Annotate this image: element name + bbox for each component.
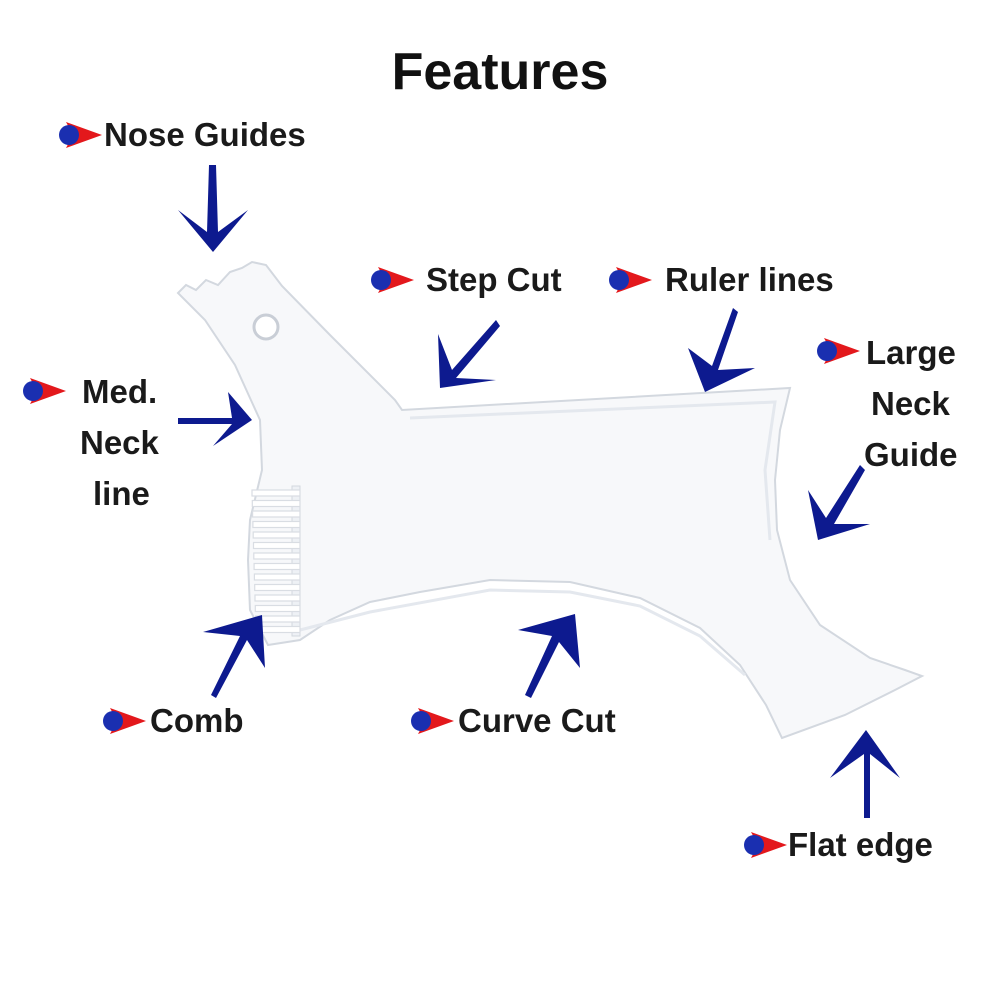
comb-tooth — [252, 520, 301, 529]
comb-spine — [291, 485, 301, 637]
comb-tooth — [252, 510, 301, 518]
arrow-ruler-lines-icon — [688, 308, 755, 392]
comb-tooth — [253, 573, 301, 581]
comb-teeth — [251, 485, 301, 637]
comb-tooth — [252, 531, 301, 539]
comb-tooth — [254, 604, 301, 613]
comb-tooth — [251, 489, 301, 497]
bullet-large-neck-guide-icon — [817, 338, 860, 364]
bullet-nose-guides-icon — [59, 122, 102, 148]
tool-curve-edge — [299, 588, 746, 677]
arrow-curve-cut-icon — [518, 614, 580, 698]
comb-tooth — [251, 499, 301, 508]
label-med-neck-line-2: Neck — [80, 424, 159, 461]
label-step-cut: Step Cut — [426, 261, 562, 298]
label-flat-edge: Flat edge — [788, 826, 933, 863]
arrow-comb-icon — [203, 615, 265, 698]
label-large-neck-guide-2: Neck — [871, 385, 950, 422]
arrow-flat-edge-icon — [830, 730, 900, 818]
comb-tooth — [253, 552, 301, 560]
bullet-step-cut-icon — [371, 267, 414, 293]
comb-tooth — [253, 562, 301, 571]
label-curve-cut: Curve Cut — [458, 702, 616, 739]
page-title: Features — [391, 43, 609, 101]
label-nose-guides: Nose Guides — [104, 116, 306, 153]
bullet-comb-icon — [103, 708, 146, 734]
bullet-curve-cut-icon — [411, 708, 454, 734]
comb-tooth — [254, 594, 301, 602]
bullet-med-neck-line-icon — [23, 378, 66, 404]
bullet-ruler-lines-icon — [609, 267, 652, 293]
label-ruler-lines: Ruler lines — [665, 261, 834, 298]
tool-body — [176, 260, 925, 740]
label-large-neck-guide-3: Guide — [864, 436, 958, 473]
label-med-neck-line-1: Med. — [82, 373, 158, 410]
tool-hole — [252, 313, 280, 341]
label-comb: Comb — [150, 702, 244, 739]
arrow-nose-guides-icon — [178, 165, 248, 252]
tool-inner-edge — [409, 400, 777, 541]
label-med-neck-line-3: line — [93, 475, 150, 512]
comb-tooth — [252, 541, 301, 550]
comb-tooth — [254, 583, 301, 592]
arrow-large-neck-guide-icon — [808, 465, 870, 540]
arrow-med-neck-line-icon — [178, 392, 252, 446]
bullet-flat-edge-icon — [744, 832, 787, 858]
label-large-neck-guide-1: Large — [866, 334, 956, 371]
arrow-step-cut-icon — [438, 320, 500, 388]
